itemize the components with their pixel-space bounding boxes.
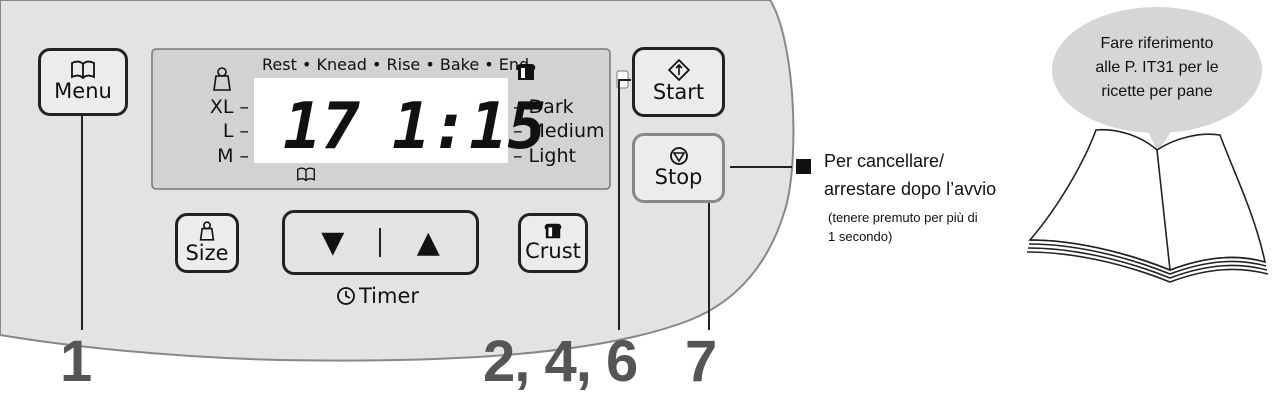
stop-icon xyxy=(669,147,688,166)
callout-line2: alle P. IT31 per le xyxy=(1095,59,1219,76)
clock-icon xyxy=(337,287,355,305)
step-number-start: 2, 4, 6 xyxy=(483,329,638,394)
crust-level-light: – Light xyxy=(513,145,576,167)
step-number-stop: 7 xyxy=(685,329,717,394)
menu-button-label: Menu xyxy=(54,79,112,104)
book-icon xyxy=(71,61,95,80)
weight-icon xyxy=(199,221,215,242)
arrow-up-icon[interactable]: ▲ xyxy=(416,225,440,260)
crust-button-label: Crust xyxy=(525,239,581,264)
menu-button[interactable]: Menu xyxy=(38,48,128,116)
size-weight-icon xyxy=(213,67,231,91)
stop-note-line3: (tenere premuto per più di xyxy=(828,210,978,225)
size-level-m: M – xyxy=(217,145,249,167)
size-level-l: L – xyxy=(222,120,249,142)
bullet-square-icon xyxy=(796,159,811,174)
speech-bubble xyxy=(1052,7,1262,133)
arrow-down-icon[interactable]: ▼ xyxy=(321,225,345,260)
start-icon xyxy=(667,59,690,82)
callout-line1: Fare riferimento xyxy=(1100,35,1214,52)
bread-icon xyxy=(544,224,562,239)
timer-label-group: Timer xyxy=(336,284,419,308)
display-time: 1:15 xyxy=(392,90,547,164)
crust-level-medium: – Medium xyxy=(513,120,605,142)
stop-button[interactable]: Stop xyxy=(632,133,725,203)
stop-button-label: Stop xyxy=(654,165,703,190)
size-level-xl: XL – xyxy=(209,96,249,118)
start-pointer-line xyxy=(618,79,631,330)
open-book-icon xyxy=(1026,128,1269,283)
callout-line3: ricette per pane xyxy=(1101,83,1213,100)
size-button-label: Size xyxy=(185,241,229,266)
crust-level-dark: – Dark xyxy=(513,96,574,118)
timer-adjust-button[interactable]: ▼ ▲ xyxy=(282,210,479,275)
stop-note-line2: arrestare dopo l’avvio xyxy=(824,179,997,199)
stage-labels: Rest • Knead • Rise • Bake • End xyxy=(262,55,530,74)
callout-text: Fare riferimento alle P. IT31 per le ric… xyxy=(1052,32,1262,104)
size-button[interactable]: Size xyxy=(175,213,239,273)
crust-button[interactable]: Crust xyxy=(518,213,588,273)
start-button-label: Start xyxy=(652,80,705,105)
start-button[interactable]: Start xyxy=(632,47,725,117)
timer-label: Timer xyxy=(359,284,420,308)
lcd-screen xyxy=(254,78,508,163)
bread-crust-icon xyxy=(516,64,536,80)
step-number-menu: 1 xyxy=(60,329,92,394)
stop-note-line1: Per cancellare/ xyxy=(824,151,945,171)
lcd-book-icon xyxy=(297,167,315,182)
stop-note-line4: 1 secondo) xyxy=(828,229,893,244)
display-menu-number: 17 xyxy=(283,90,361,164)
